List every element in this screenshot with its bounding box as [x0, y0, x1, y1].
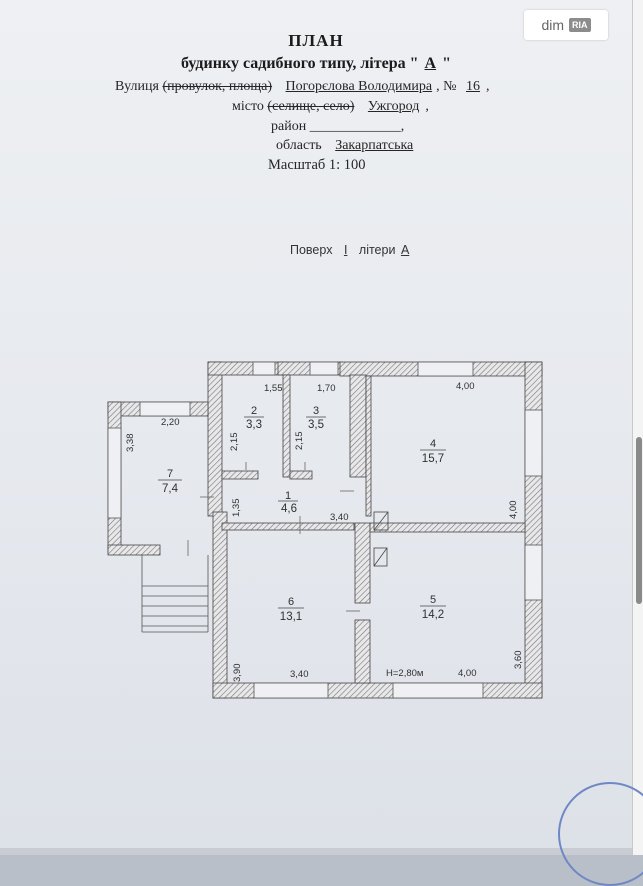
dim-corridor-width: 3,40: [330, 512, 349, 523]
bottom-edge: [0, 848, 632, 855]
room-1-number: 1: [285, 490, 291, 502]
dim-ceiling-height: H=2,80м: [386, 668, 423, 679]
dim-room6-height: 3,90: [232, 664, 243, 683]
dim-room4-height: 4,00: [508, 501, 519, 520]
floor-letter: А: [400, 243, 410, 257]
plan-letter: А: [424, 55, 437, 72]
watermark-brand: dim: [541, 17, 565, 33]
door-marks: [187, 462, 360, 612]
room-1-area: 4,6: [281, 503, 297, 515]
room-6-number: 6: [288, 596, 294, 608]
room-7-area: 7,4: [162, 483, 179, 495]
room-2-number: 2: [251, 405, 257, 417]
room-7-number: 7: [167, 468, 173, 480]
room-4-number: 4: [430, 438, 436, 450]
interior-walls: [221, 374, 526, 684]
district-value: _____________: [309, 119, 401, 134]
street-value: Погорєлова Володимира: [285, 79, 433, 94]
dimria-watermark-logo: dim RIA: [524, 10, 608, 40]
region-line: область Закарпатська: [276, 138, 419, 154]
window-openings: [107, 361, 543, 699]
floor-plan-drawing: 1,55 1,70 4,00 2,20 3,38 2,15 2,15 1,35 …: [107, 361, 543, 699]
dim-room5-width: 4,00: [458, 668, 477, 679]
dim-room4-width: 4,00: [456, 381, 475, 392]
city-value: Ужгород: [367, 99, 420, 114]
room-5-area: 14,2: [422, 609, 444, 621]
district-line: район _____________,: [271, 119, 405, 134]
dim-room7-width: 2,20: [161, 417, 180, 428]
scrollbar-thumb[interactable]: [636, 437, 642, 604]
room-6-area: 13,1: [280, 611, 302, 623]
dim-room2-height: 2,15: [229, 433, 240, 452]
city-line: місто (селище, село) Ужгород,: [232, 99, 429, 114]
house-number: 16: [465, 79, 480, 94]
plan-title: ПЛАН: [288, 31, 344, 50]
scale-line: Масштаб 1: 100: [268, 157, 366, 173]
dim-room2-width: 1,55: [264, 383, 283, 394]
room-3-number: 3: [313, 405, 319, 417]
dim-room5-height: 3,60: [513, 651, 524, 670]
dim-room3-height: 2,15: [294, 432, 305, 451]
room-3-area: 3,5: [308, 419, 324, 431]
plan-subtitle: будинку садибного типу, літера "А": [181, 55, 451, 72]
watermark-badge: RIA: [569, 18, 591, 32]
chimney-shafts: [373, 511, 389, 567]
dim-room3-width: 1,70: [317, 383, 336, 394]
room-4-area: 15,7: [422, 453, 444, 465]
room-5-number: 5: [430, 594, 436, 606]
dim-corridor-height: 1,35: [231, 499, 242, 518]
dim-room6-width: 3,40: [290, 669, 309, 680]
dim-room7-height: 3,38: [125, 434, 136, 453]
scrollbar-track[interactable]: [632, 0, 643, 855]
region-value: Закарпатська: [335, 138, 414, 153]
room-labels: 1 4,6 2 3,3 3 3,5 4 15,7 5 14,2 6 13,1 7…: [158, 405, 446, 623]
room-2-area: 3,3: [246, 419, 262, 431]
floor-value: I: [343, 243, 348, 257]
floor-line: Поверх I літери А: [290, 243, 417, 257]
street-line: Вулиця (провулок, площа) Погорєлова Воло…: [115, 79, 490, 94]
stairs: [141, 555, 209, 633]
